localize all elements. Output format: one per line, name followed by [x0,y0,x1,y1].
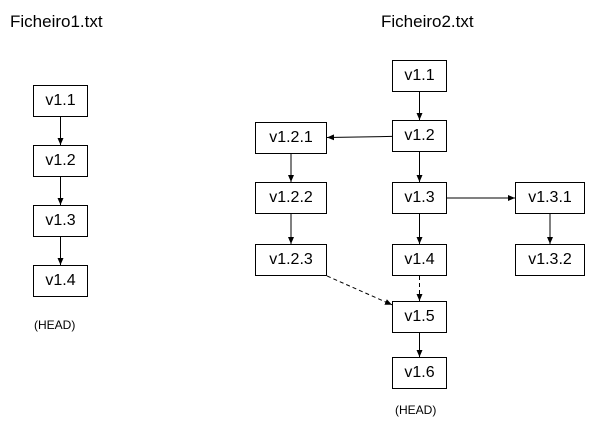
file1-version-node: v1.3 [33,205,88,237]
file2-trunk-node: v1.6 [392,357,447,389]
file2-title: Ficheiro2.txt [381,12,474,31]
file2-trunk-node: v1.5 [392,301,447,333]
file2-head-label: (HEAD) [395,403,437,417]
edge-f2-v1.2.3-to-f2-v1.5 [326,275,393,306]
file1-version-node: v1.1 [33,85,88,117]
edge-f2-v1.2-to-f2-v1.2.1 [326,134,393,141]
file2-branch-node: v1.2.2 [255,182,327,214]
file2-branch-node: v1.3.1 [515,182,585,214]
file1-head-label: (HEAD) [34,318,76,332]
file2-branch-node: v1.3.2 [515,244,585,276]
file1-version-node: v1.4 [33,265,88,297]
file1-version-node: v1.2 [33,145,88,177]
file2-trunk-node: v1.2 [392,120,447,152]
file2-trunk-node: v1.1 [392,60,447,92]
file2-trunk-node: v1.3 [392,182,447,214]
file2-branch-node: v1.2.3 [255,244,327,276]
file2-trunk-node: v1.4 [392,244,447,276]
file1-title: Ficheiro1.txt [10,12,103,31]
file2-branch-node: v1.2.1 [255,122,327,154]
